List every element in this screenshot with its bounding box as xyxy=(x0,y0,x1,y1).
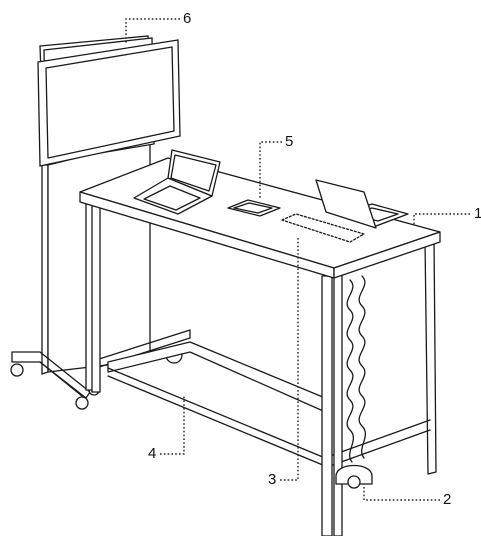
caster xyxy=(75,396,89,410)
display-stand-panel xyxy=(41,164,49,375)
callout-2: 2 xyxy=(443,491,452,508)
leader-line-1 xyxy=(413,213,470,224)
callout-4: 4 xyxy=(148,445,157,462)
cable-spine xyxy=(335,275,373,489)
table xyxy=(79,149,441,536)
leader-line-6 xyxy=(125,18,180,44)
callout-3: 3 xyxy=(268,471,277,488)
table-leg-front-right xyxy=(321,275,333,536)
caster xyxy=(10,363,24,377)
callout-6: 6 xyxy=(183,10,192,27)
callout-5: 5 xyxy=(285,133,294,150)
laptop-right xyxy=(315,179,409,229)
leader-lines xyxy=(125,18,470,501)
laptop-left xyxy=(133,149,221,215)
table-leg-front-left xyxy=(91,204,101,393)
display-screen xyxy=(37,39,181,167)
table-leg-back-right xyxy=(424,237,437,475)
leader-line-4 xyxy=(160,396,185,455)
connectivity-box xyxy=(227,199,281,217)
leader-line-2 xyxy=(363,484,440,501)
callout-1: 1 xyxy=(474,205,481,222)
cable-tray xyxy=(281,213,365,243)
cable-spine-base xyxy=(335,464,373,485)
